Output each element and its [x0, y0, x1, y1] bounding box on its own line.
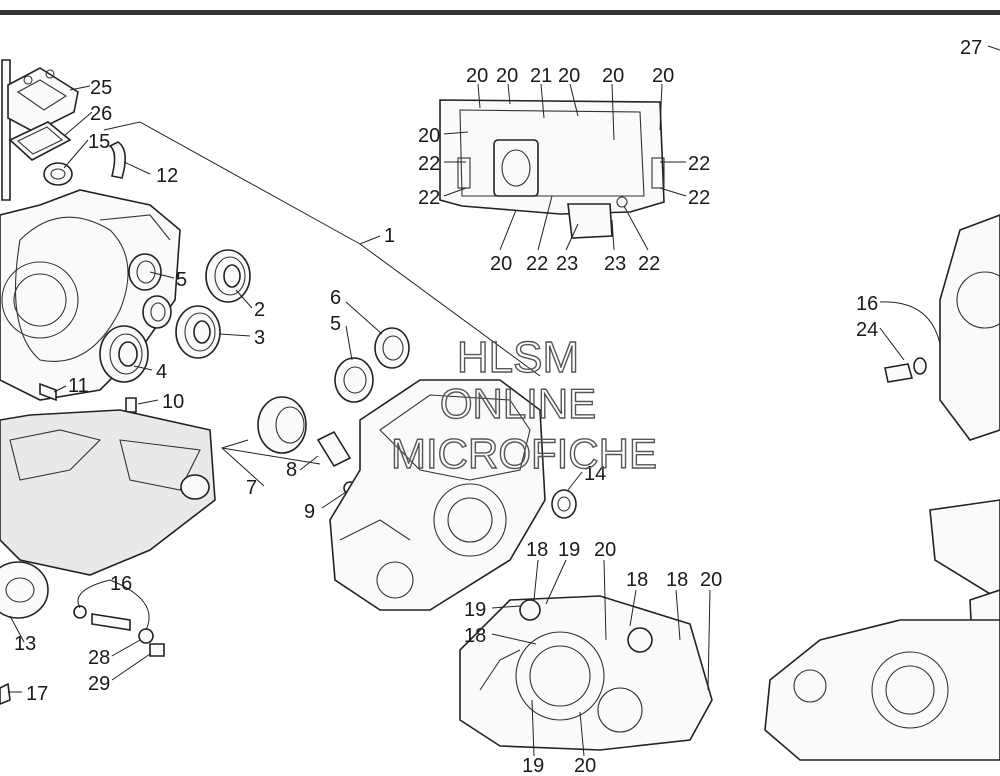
callout-4: 4 [156, 361, 167, 383]
callout-5-center: 5 [330, 313, 341, 335]
callout-16-right: 16 [856, 293, 878, 315]
callout-22-top-4: 22 [688, 187, 710, 209]
callout-20-top-6: 20 [418, 125, 440, 147]
callout-20-bottom-3: 20 [574, 755, 596, 776]
callout-12: 12 [156, 165, 178, 187]
callout-labels: 25 26 15 12 1 5 2 3 4 11 10 6 5 8 7 9 14… [14, 37, 982, 776]
callout-22-top-5: 22 [526, 253, 548, 275]
callout-3: 3 [254, 327, 265, 349]
callout-20-top-3: 20 [558, 65, 580, 87]
bottom-center-assembly [459, 595, 713, 751]
top-case-assembly [439, 99, 665, 239]
callout-14: 14 [584, 463, 606, 485]
callout-11: 11 [68, 375, 89, 397]
watermark-line-2: ONLINE [440, 380, 596, 427]
callout-20-top-4: 20 [602, 65, 624, 87]
callout-27: 27 [960, 37, 982, 59]
watermark: HLSM ONLINE MICROFICHE [390, 332, 657, 477]
callout-19-bottom-1: 19 [558, 539, 580, 561]
callout-15: 15 [88, 131, 110, 153]
callout-5-left: 5 [176, 269, 187, 291]
callout-20-top-5: 20 [652, 65, 674, 87]
bearing-6 [374, 327, 410, 369]
callout-17: 17 [26, 683, 48, 705]
callout-23-top-2: 23 [604, 253, 626, 275]
callout-19-bottom-2: 19 [464, 599, 486, 621]
callout-22-top-2: 22 [418, 187, 440, 209]
callout-16-left: 16 [110, 573, 132, 595]
watermark-line-3: MICROFICHE [391, 430, 657, 477]
callout-20-top-1: 20 [466, 65, 488, 87]
callout-10: 10 [162, 391, 184, 413]
callout-22-top-6: 22 [638, 253, 660, 275]
leader-lines [8, 45, 1000, 757]
bearing-4 [99, 325, 149, 383]
callout-22-top-1: 22 [418, 153, 440, 175]
callout-8: 8 [286, 459, 297, 481]
callout-18-bottom-2: 18 [626, 569, 648, 591]
callout-20-top-2: 20 [496, 65, 518, 87]
callout-21: 21 [530, 65, 552, 87]
callout-18-bottom-1: 18 [526, 539, 548, 561]
callout-2: 2 [254, 299, 265, 321]
callout-24: 24 [856, 319, 878, 341]
seal-7 [257, 396, 307, 454]
top-border [0, 10, 1000, 15]
bearing-2 [205, 249, 251, 303]
callout-20-bottom-2: 20 [700, 569, 722, 591]
watermark-line-1: HLSM [457, 333, 579, 382]
callout-25: 25 [90, 77, 112, 99]
callout-1: 1 [384, 225, 395, 247]
callout-6: 6 [330, 287, 341, 309]
left-crankcase-assembly [0, 59, 251, 705]
callout-13: 13 [14, 633, 36, 655]
callout-18-bottom-3: 18 [666, 569, 688, 591]
callout-28: 28 [88, 647, 110, 669]
callout-9: 9 [304, 501, 315, 523]
callout-20-top-7: 20 [490, 253, 512, 275]
callout-22-top-3: 22 [688, 153, 710, 175]
center-crankcase-assembly [257, 327, 577, 611]
bearing-3 [175, 305, 221, 359]
callout-19-bottom-3: 19 [522, 755, 544, 776]
bearing-5-left [128, 253, 172, 329]
callout-26: 26 [90, 103, 112, 125]
callout-29: 29 [88, 673, 110, 695]
callout-20-bottom-1: 20 [594, 539, 616, 561]
callout-18-bottom-4: 18 [464, 625, 486, 647]
bearing-5-center [334, 357, 374, 403]
callout-7: 7 [246, 477, 257, 499]
right-assembly [764, 214, 1000, 761]
callout-23-top-1: 23 [556, 253, 578, 275]
